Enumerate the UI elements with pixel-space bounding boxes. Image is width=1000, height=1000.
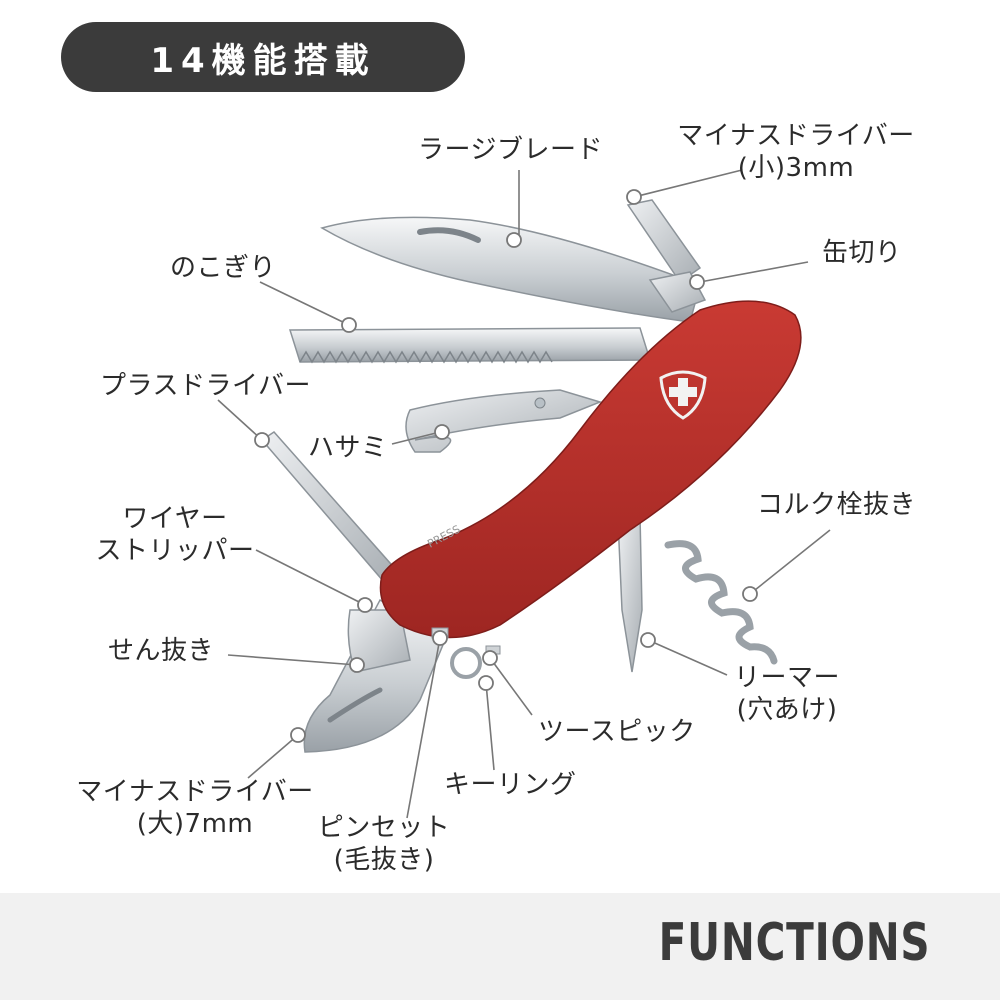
callout-wire-stripper: ワイヤー ストリッパー — [95, 504, 255, 566]
callout-corkscrew: コルク栓抜き — [757, 490, 917, 520]
scissors-tool — [405, 389, 603, 453]
callout-tweezers: ピンセット (毛抜き) — [317, 813, 451, 875]
reamer-tool — [617, 514, 643, 673]
small-screwdriver-tool — [626, 199, 702, 284]
header-title: 14機能搭載 — [150, 40, 376, 81]
saw-tool — [288, 327, 652, 363]
footer-label: FUNCTIONS — [658, 913, 930, 973]
key-ring-tool — [450, 647, 482, 679]
header-badge: 14機能搭載 — [61, 22, 465, 92]
callout-large-blade: ラージブレード — [418, 135, 603, 165]
callout-dots — [254, 189, 758, 743]
callout-can-opener: 缶切り — [822, 238, 902, 268]
callout-bottle-opener: せん抜き — [108, 636, 215, 666]
callout-large-screwdriver: マイナスドライバー (大)7mm — [76, 777, 314, 839]
bottle-opener-tool — [347, 609, 411, 673]
callout-saw: のこぎり — [170, 253, 277, 283]
callout-key-ring: キーリング — [444, 770, 577, 800]
callout-toothpick: ツースピック — [538, 717, 696, 747]
callout-phillips-screwdriver: プラスドライバー — [100, 371, 311, 401]
callout-reamer: リーマー (穴あけ) — [733, 663, 840, 725]
corkscrew-tool — [664, 540, 778, 665]
callout-scissors: ハサミ — [308, 433, 388, 463]
cross-shield-logo — [659, 370, 707, 420]
callout-leaders — [217, 169, 831, 819]
knife-handle — [379, 300, 802, 639]
footer-band — [0, 893, 1000, 1000]
callout-small-screwdriver: マイナスドライバー (小)3mm — [677, 121, 915, 183]
